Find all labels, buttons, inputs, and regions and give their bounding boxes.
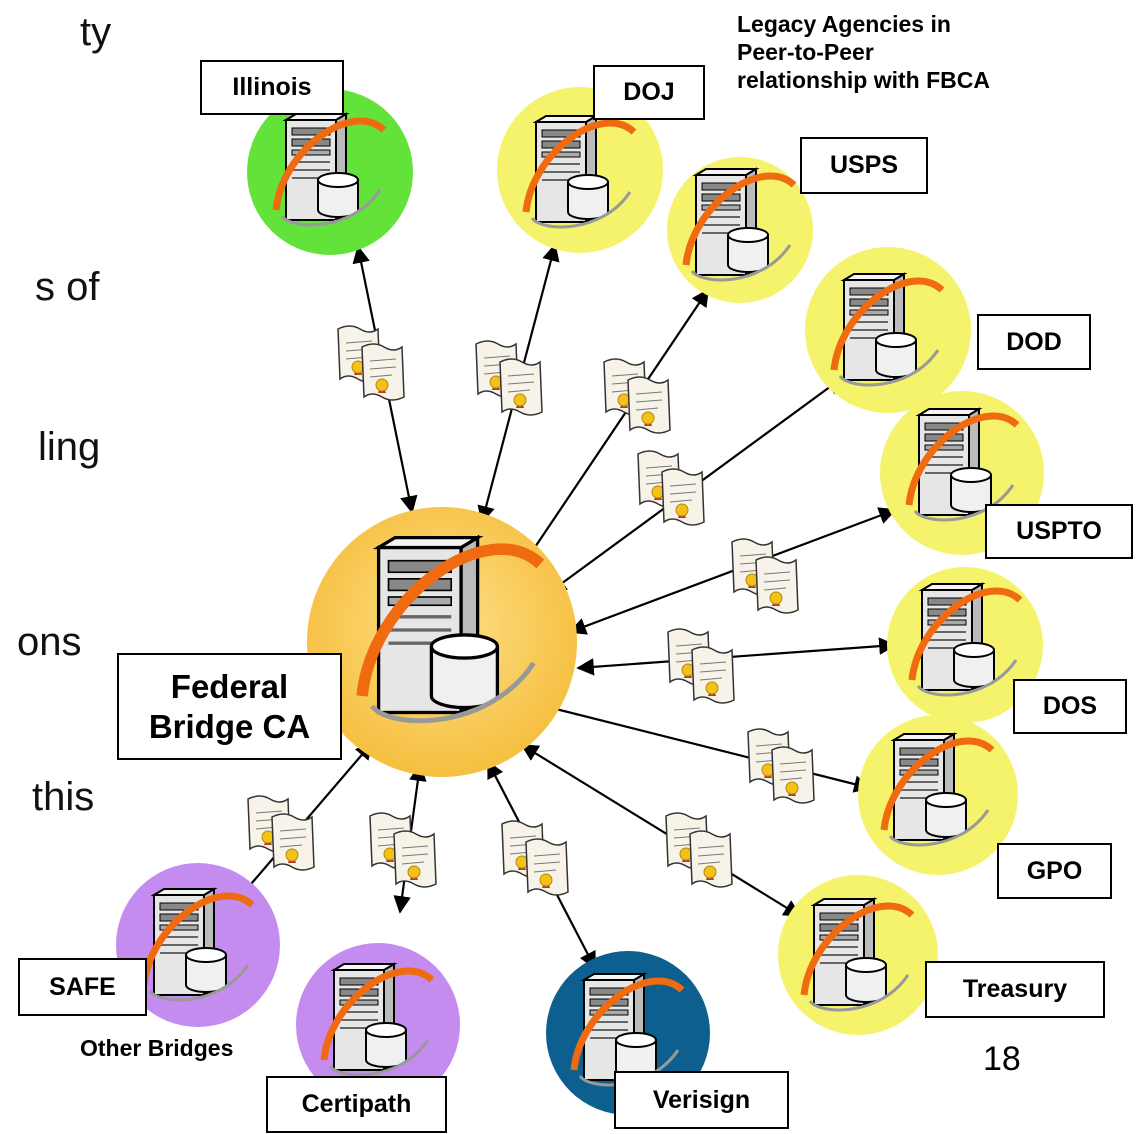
node-label-usps: USPS — [800, 137, 928, 194]
node-label-certipath: Certipath — [266, 1076, 447, 1133]
certificate-icon — [502, 821, 568, 895]
node-label-uspto: USPTO — [985, 504, 1133, 559]
hub-label-line1: Federal — [170, 667, 289, 705]
legacy-agencies-note: Legacy Agencies in Peer-to-Peer relation… — [737, 10, 990, 94]
slide-text-fragment: s of — [35, 265, 100, 309]
certificate-icon — [638, 451, 704, 525]
node-label-treasury: Treasury — [925, 961, 1105, 1018]
slide-text-fragment: this — [32, 775, 95, 819]
certificate-icon — [248, 796, 314, 870]
legacy-note-line1: Legacy Agencies in — [737, 11, 951, 37]
node-label-gpo: GPO — [997, 843, 1112, 899]
certificate-icon — [748, 729, 814, 803]
slide-text-fragment: ling — [38, 425, 101, 469]
link-gpo — [538, 700, 872, 793]
node-label-verisign: Verisign — [614, 1071, 789, 1129]
certificate-icon — [604, 359, 670, 433]
hub-label-line2: Bridge CA — [148, 707, 311, 745]
page-number: 18 — [983, 1040, 1021, 1078]
node-label-dos: DOS — [1013, 679, 1127, 734]
slide-text-fragment: ons — [17, 620, 82, 664]
slide-text-fragment: ty — [80, 10, 112, 54]
node-label-doj: DOJ — [593, 65, 705, 120]
certificate-icon — [668, 629, 734, 703]
legacy-note-line3: relationship with FBCA — [737, 67, 990, 93]
node-label-safe: SAFE — [18, 958, 147, 1016]
legacy-note-line2: Peer-to-Peer — [737, 39, 874, 65]
certificate-icon — [370, 813, 436, 887]
hub-label: Federal Bridge CA — [117, 653, 342, 760]
link-dos — [576, 637, 897, 676]
node-label-dod: DOD — [977, 314, 1091, 370]
node-label-illinois: Illinois — [200, 60, 344, 115]
other-bridges-note: Other Bridges — [80, 1035, 234, 1061]
certificate-icon — [338, 326, 404, 400]
certificate-icon — [476, 341, 542, 415]
certificate-icon — [666, 813, 732, 887]
